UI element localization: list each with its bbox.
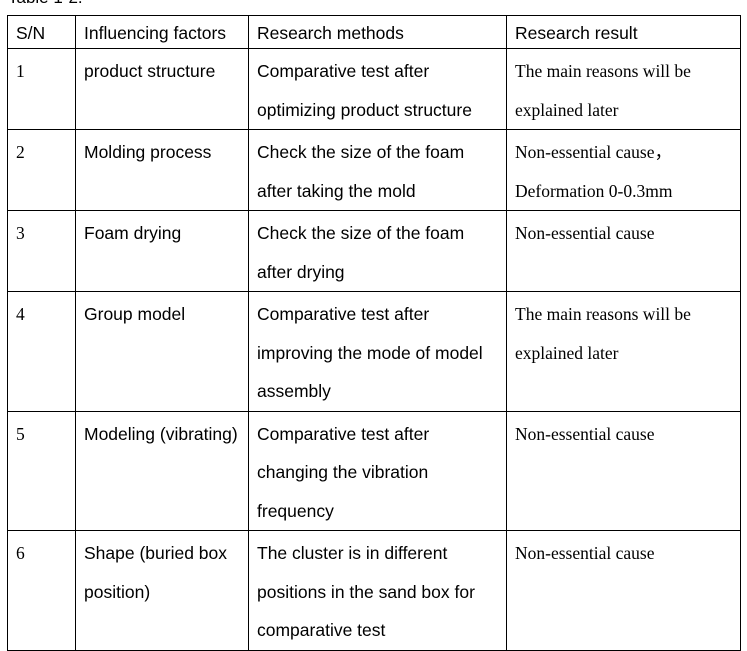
row-result: Non-essential cause bbox=[506, 530, 741, 651]
row-factor: Foam drying bbox=[75, 210, 249, 292]
header-sn: S/N bbox=[7, 15, 76, 49]
row-result: Non-essential cause bbox=[506, 410, 741, 531]
row-method: Comparative test after changing the vibr… bbox=[248, 410, 507, 531]
header-research-result: Research result bbox=[506, 15, 741, 49]
header-research-methods: Research methods bbox=[248, 15, 507, 49]
influencing-factors-table: S/N Influencing factors Research methods… bbox=[7, 15, 741, 651]
row-method: Check the size of the foam after taking … bbox=[248, 129, 507, 211]
table-row: 4 Group model Comparative test after imp… bbox=[7, 291, 741, 412]
table-row: 6 Shape (buried box position) The cluste… bbox=[7, 530, 741, 651]
row-method: The cluster is in different positions in… bbox=[248, 530, 507, 651]
table-header-row: S/N Influencing factors Research methods… bbox=[7, 15, 741, 49]
row-method: Check the size of the foam after drying bbox=[248, 210, 507, 292]
row-sn: 1 bbox=[7, 48, 76, 130]
table-row: 3 Foam drying Check the size of the foam… bbox=[7, 210, 741, 292]
table-row: 1 product structure Comparative test aft… bbox=[7, 48, 741, 130]
row-factor: Molding process bbox=[75, 129, 249, 211]
row-factor: Shape (buried box position) bbox=[75, 530, 249, 651]
row-result: Non-essential cause bbox=[506, 210, 741, 292]
row-factor: Group model bbox=[75, 291, 249, 412]
row-method: Comparative test after optimizing produc… bbox=[248, 48, 507, 130]
row-result: The main reasons will be explained later bbox=[506, 291, 741, 412]
row-sn: 4 bbox=[7, 291, 76, 412]
table-caption: Table 1-2. bbox=[8, 0, 83, 8]
row-sn: 6 bbox=[7, 530, 76, 651]
row-factor: product structure bbox=[75, 48, 249, 130]
row-sn: 2 bbox=[7, 129, 76, 211]
row-result: The main reasons will be explained later bbox=[506, 48, 741, 130]
row-sn: 3 bbox=[7, 210, 76, 292]
header-influencing-factors: Influencing factors bbox=[75, 15, 249, 49]
row-factor: Modeling (vibrating) bbox=[75, 410, 249, 531]
table-row: 2 Molding process Check the size of the … bbox=[7, 129, 741, 211]
row-method: Comparative test after improving the mod… bbox=[248, 291, 507, 412]
row-result: Non-essential cause，Deformation 0-0.3mm bbox=[506, 129, 741, 211]
row-sn: 5 bbox=[7, 410, 76, 531]
table-row: 5 Modeling (vibrating) Comparative test … bbox=[7, 410, 741, 531]
